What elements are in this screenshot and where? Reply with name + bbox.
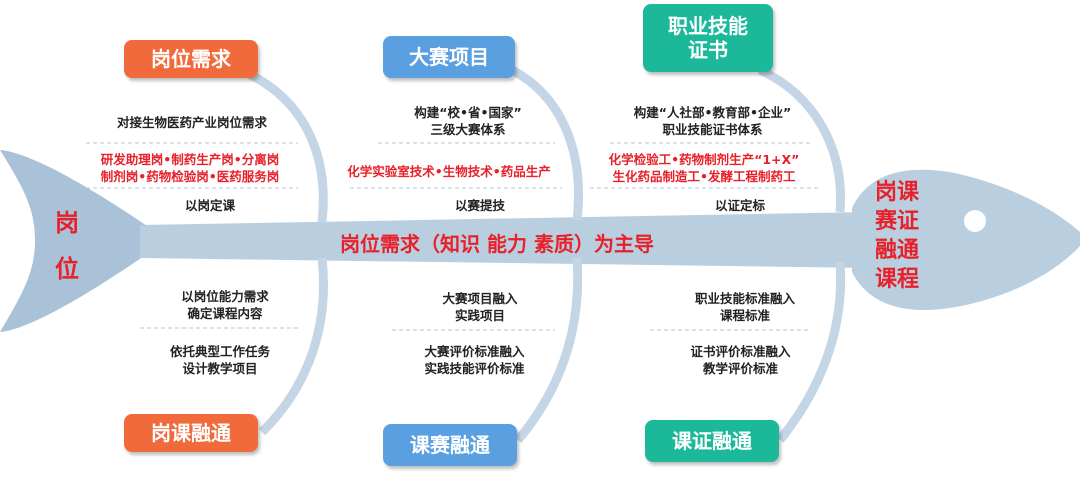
certificate-item-2: 化学检验工•药物制剂生产“1+X” 生化药品制造工•发酵工程制药工 (608, 152, 800, 184)
fish-head (852, 169, 1080, 311)
fish-spine (140, 212, 870, 268)
job-demand-item-1: 对接生物医药产业岗位需求 (116, 115, 267, 130)
fish-tail (0, 150, 150, 332)
fish-head-label: 岗课 赛证 融通 课程 (874, 180, 919, 292)
fish-eye (964, 210, 986, 232)
job-demand-item-2: 研发助理岗•制药生产岗•分离岗 制剂岗•药物检验岗•医药服务岗 (100, 152, 280, 184)
bone-upper-3 (758, 65, 846, 213)
bone-lower-1 (258, 257, 328, 436)
bone-upper-1 (238, 65, 328, 223)
competition-title: 大赛项目 (383, 36, 515, 78)
certificate-item-1: 构建“人社部•教育部•企业” 职业技能证书体系 (633, 105, 792, 137)
competition-item-3: 以赛提技 (454, 198, 505, 213)
competition-item-1: 构建“校•省•国家” 三级大赛体系 (414, 105, 522, 137)
job-course-item-2: 依托典型工作任务 设计教学项目 (169, 344, 270, 376)
certificate-title: 职业技能 证书 (643, 4, 773, 72)
course-certificate-item-1: 职业技能标准融入 课程标准 (694, 291, 795, 323)
course-competition-item-2: 大赛评价标准融入 实践技能评价标准 (424, 344, 525, 376)
course-competition-item-1: 大赛项目融入 实践项目 (442, 291, 518, 323)
competition-item-2: 化学实验室技术•生物技术•药品生产 (347, 164, 551, 179)
course-certificate-item-2: 证书评价标准融入 教学评价标准 (690, 344, 791, 376)
bone-lower-2 (514, 257, 583, 443)
fish-tail-label: 岗 位 (55, 209, 79, 283)
certificate-item-3: 以证定标 (714, 198, 765, 213)
job-demand-title: 岗位需求 (124, 40, 258, 78)
spine-label: 岗位需求（知识 能力 素质）为主导 (340, 232, 654, 256)
course-certificate-title: 课证融通 (645, 420, 779, 462)
bone-upper-2 (509, 66, 583, 221)
bone-lower-3 (776, 261, 846, 443)
job-course-title: 岗课融通 (124, 414, 258, 452)
job-course-item-1: 以岗位能力需求 确定课程内容 (181, 289, 269, 321)
course-competition-title: 课赛融通 (383, 424, 517, 466)
dashed-dividers (86, 142, 818, 331)
job-demand-item-3: 以岗定课 (184, 198, 235, 213)
